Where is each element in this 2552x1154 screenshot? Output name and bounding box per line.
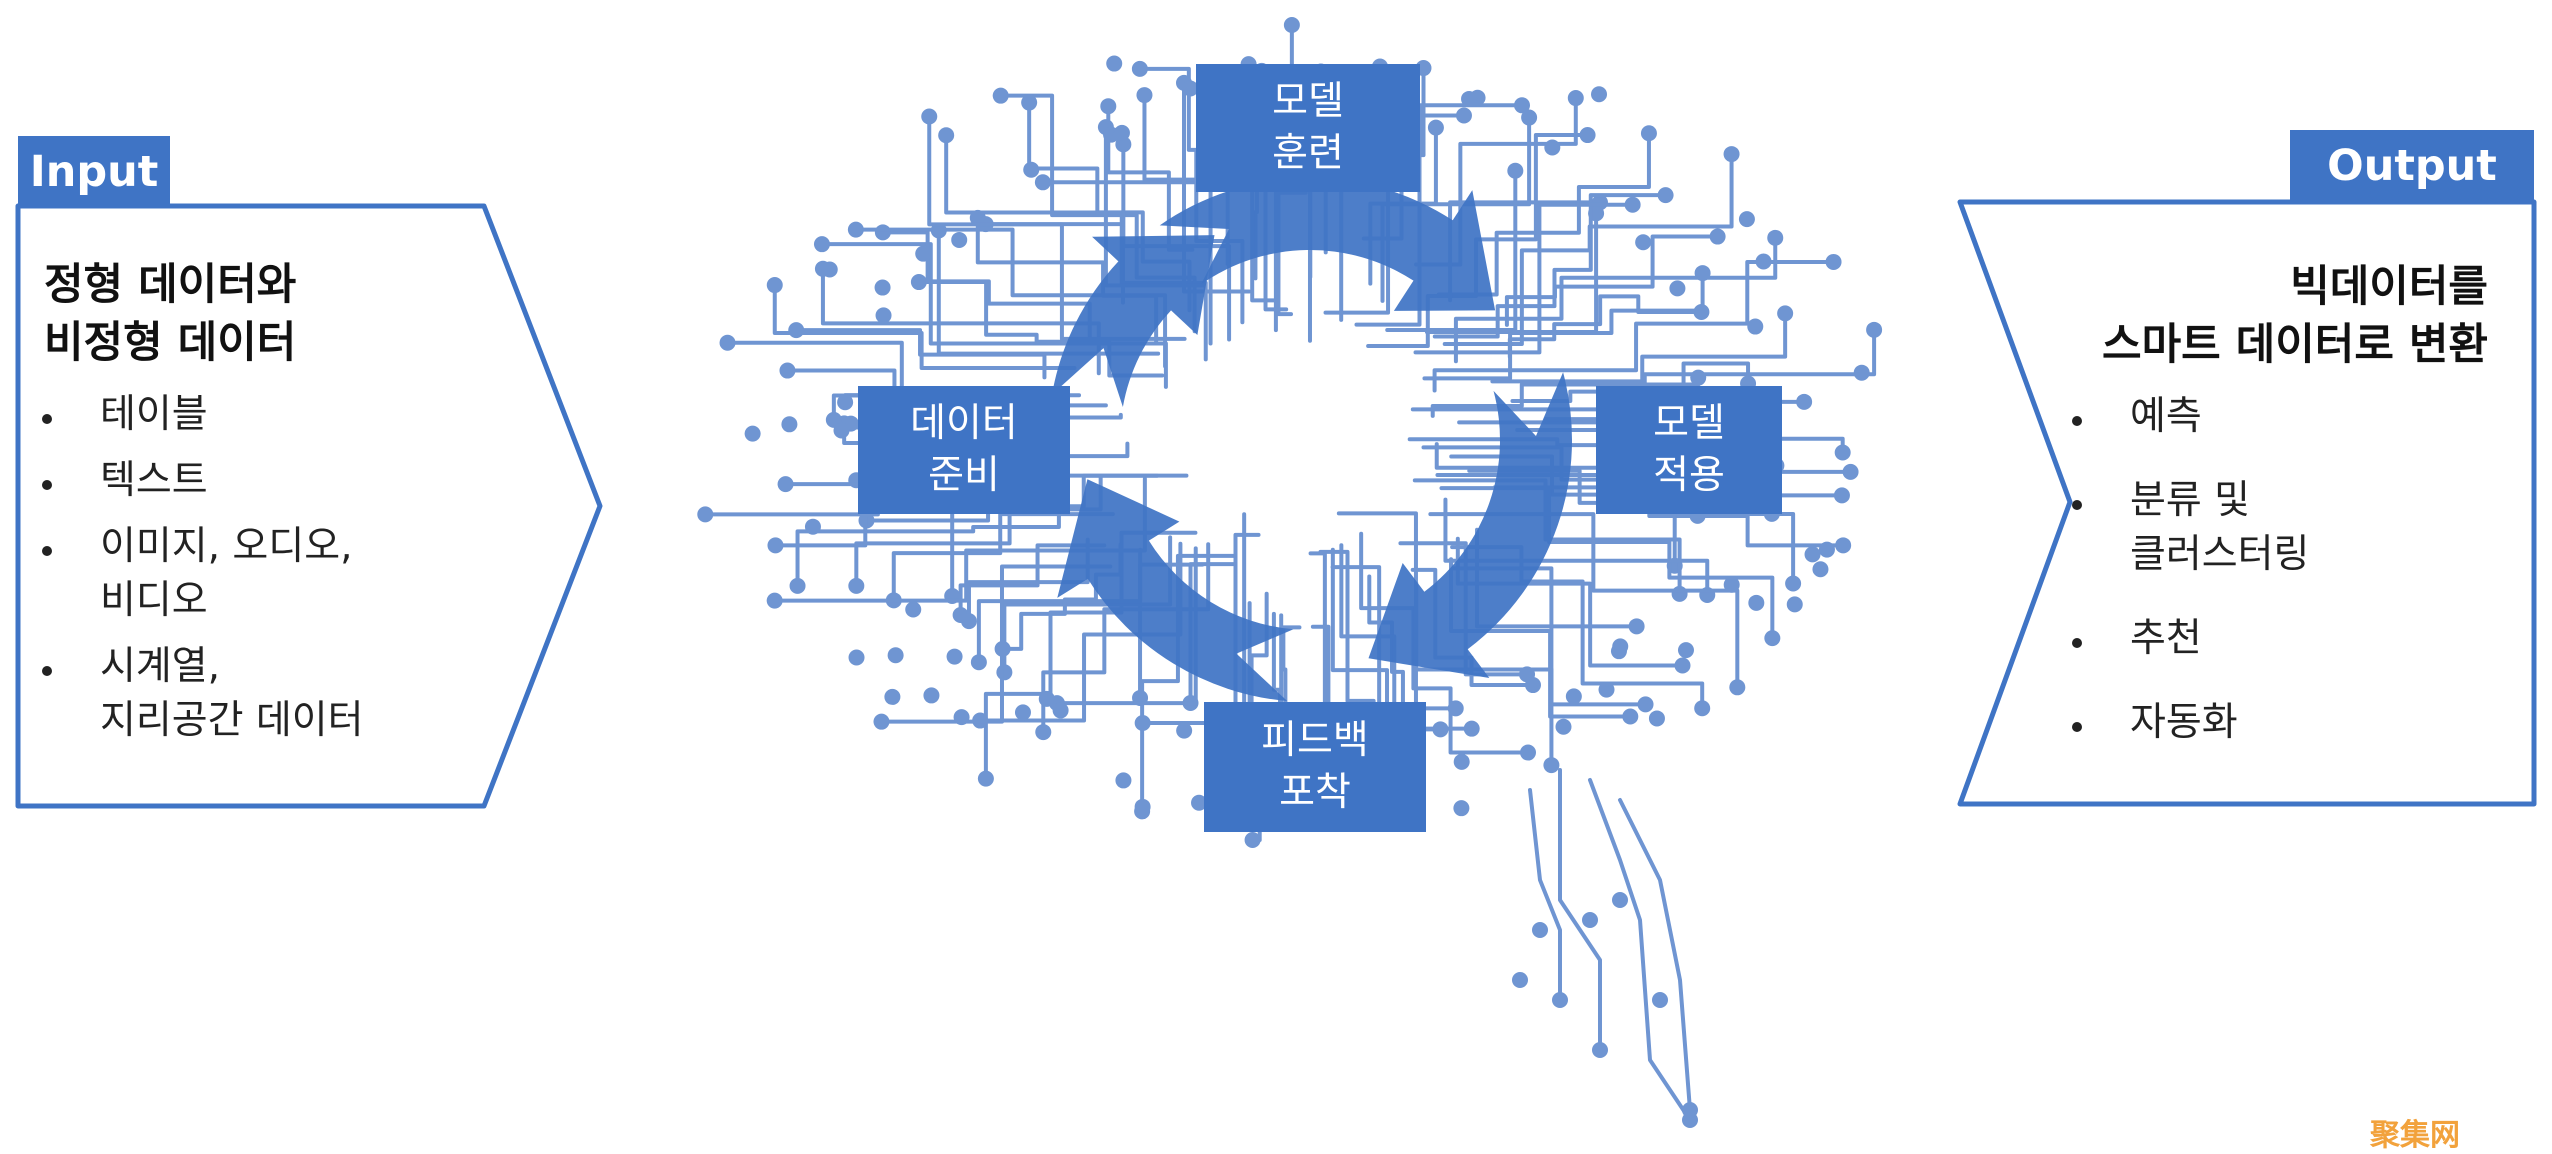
input-item-text: 지리공간 데이터 — [100, 698, 364, 743]
input-item-text: 텍스트 — [100, 458, 208, 503]
output-item-text: 추천 — [2130, 616, 2202, 661]
input-item-text: 테이블 — [100, 392, 208, 437]
input-list-item: 이미지, 오디오, 비디오 — [42, 520, 542, 628]
stage-data-preparation: 데이터 준비 — [858, 386, 1070, 514]
output-item-text: 분류 및 — [2130, 478, 2251, 523]
input-list-item: 텍스트 — [42, 454, 542, 508]
output-list-item: 예측 — [2072, 390, 2492, 444]
watermark: 聚集网 — [2370, 1118, 2460, 1153]
output-tab: Output — [2290, 130, 2534, 202]
input-tab: Input — [18, 136, 170, 208]
stage-label: 모델 — [1653, 401, 1725, 446]
input-list: 테이블 텍스트 이미지, 오디오, 비디오 시계열, 지리공간 데이터 — [42, 388, 542, 760]
output-list-item: 분류 및 클러스터링 — [2072, 474, 2492, 582]
stage-label: 훈련 — [1272, 131, 1344, 176]
stage-label: 포착 — [1279, 770, 1351, 815]
output-title-line: 빅데이터를 — [2290, 262, 2488, 312]
stage-model-application: 모델 적용 — [1596, 386, 1782, 514]
output-list-item: 추천 — [2072, 612, 2492, 666]
output-item-text: 예측 — [2130, 394, 2202, 439]
input-list-item: 시계열, 지리공간 데이터 — [42, 640, 542, 748]
stage-label: 모델 — [1272, 79, 1344, 124]
input-item-text: 시계열, — [100, 644, 221, 689]
input-title-line: 정형 데이터와 — [44, 260, 297, 310]
output-list-item: 자동화 — [2072, 696, 2492, 750]
stage-label: 데이터 — [910, 401, 1018, 446]
stage-feedback-capture: 피드백 포착 — [1204, 702, 1426, 832]
stage-label: 적용 — [1653, 453, 1725, 498]
output-list: 예측 분류 및 클러스터링 추천 자동화 — [2072, 390, 2492, 780]
input-panel-frame — [15, 203, 603, 809]
output-title-line: 스마트 데이터로 변환 — [2102, 320, 2488, 370]
input-item-text: 비디오 — [100, 578, 208, 623]
cycle-arrows-icon — [1051, 178, 1572, 702]
stage-label: 피드백 — [1261, 718, 1369, 763]
input-title-line: 비정형 데이터 — [44, 318, 297, 368]
input-list-item: 테이블 — [42, 388, 542, 442]
output-panel-frame — [1957, 199, 2537, 807]
output-title: 빅데이터를 스마트 데이터로 변환 — [2102, 258, 2488, 374]
stage-model-training: 모델 훈련 — [1196, 64, 1420, 192]
stage-label: 준비 — [928, 453, 1000, 498]
output-item-text: 클러스터링 — [2130, 532, 2310, 577]
input-title: 정형 데이터와 비정형 데이터 — [44, 256, 296, 372]
output-item-text: 자동화 — [2130, 700, 2238, 745]
input-item-text: 이미지, 오디오, — [100, 524, 353, 569]
